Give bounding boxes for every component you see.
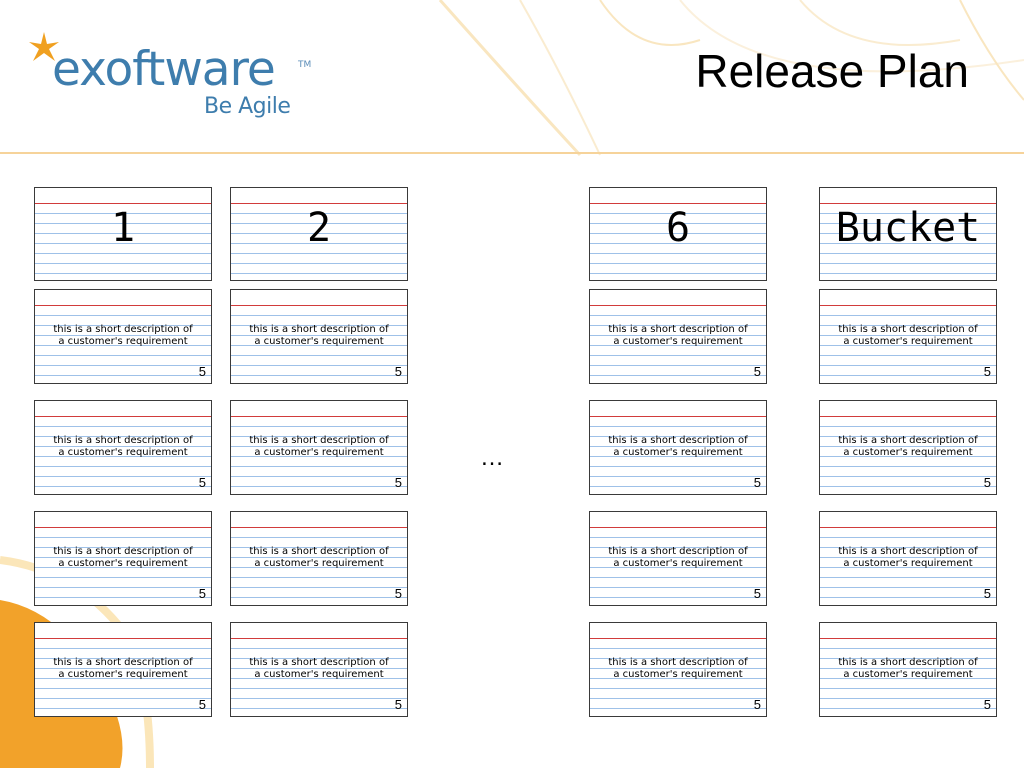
story-points: 5 [753, 475, 761, 490]
iteration-card-1: 1 [34, 187, 212, 281]
story-points: 5 [198, 586, 206, 601]
ellipsis: … [480, 444, 504, 471]
story-points: 5 [394, 697, 402, 712]
star-icon [29, 32, 59, 61]
story-points: 5 [753, 697, 761, 712]
company-logo: exoftware TM Be Agile [28, 32, 328, 127]
bucket-card: Bucket [819, 187, 997, 281]
story-points: 5 [983, 697, 991, 712]
story-points: 5 [983, 364, 991, 379]
story-points: 5 [394, 475, 402, 490]
header-divider [0, 152, 1024, 154]
logo-tagline: Be Agile [204, 94, 291, 119]
iteration-label: 1 [110, 205, 136, 251]
story-points: 5 [753, 364, 761, 379]
logo-trademark: TM [298, 60, 312, 70]
logo-wordmark: exoftware [52, 42, 276, 97]
story-points: 5 [394, 586, 402, 601]
page-title: Release Plan [695, 45, 969, 97]
story-points: 5 [753, 586, 761, 601]
iteration-card-2: 2 [230, 187, 408, 281]
iteration-label: 2 [306, 205, 332, 251]
story-points: 5 [983, 475, 991, 490]
story-points: 5 [394, 364, 402, 379]
story-points: 5 [198, 475, 206, 490]
bucket-label: Bucket [835, 205, 981, 251]
iteration-card-6: 6 [589, 187, 767, 281]
story-points: 5 [198, 697, 206, 712]
story-points: 5 [198, 364, 206, 379]
iteration-label: 6 [665, 205, 691, 251]
story-points: 5 [983, 586, 991, 601]
